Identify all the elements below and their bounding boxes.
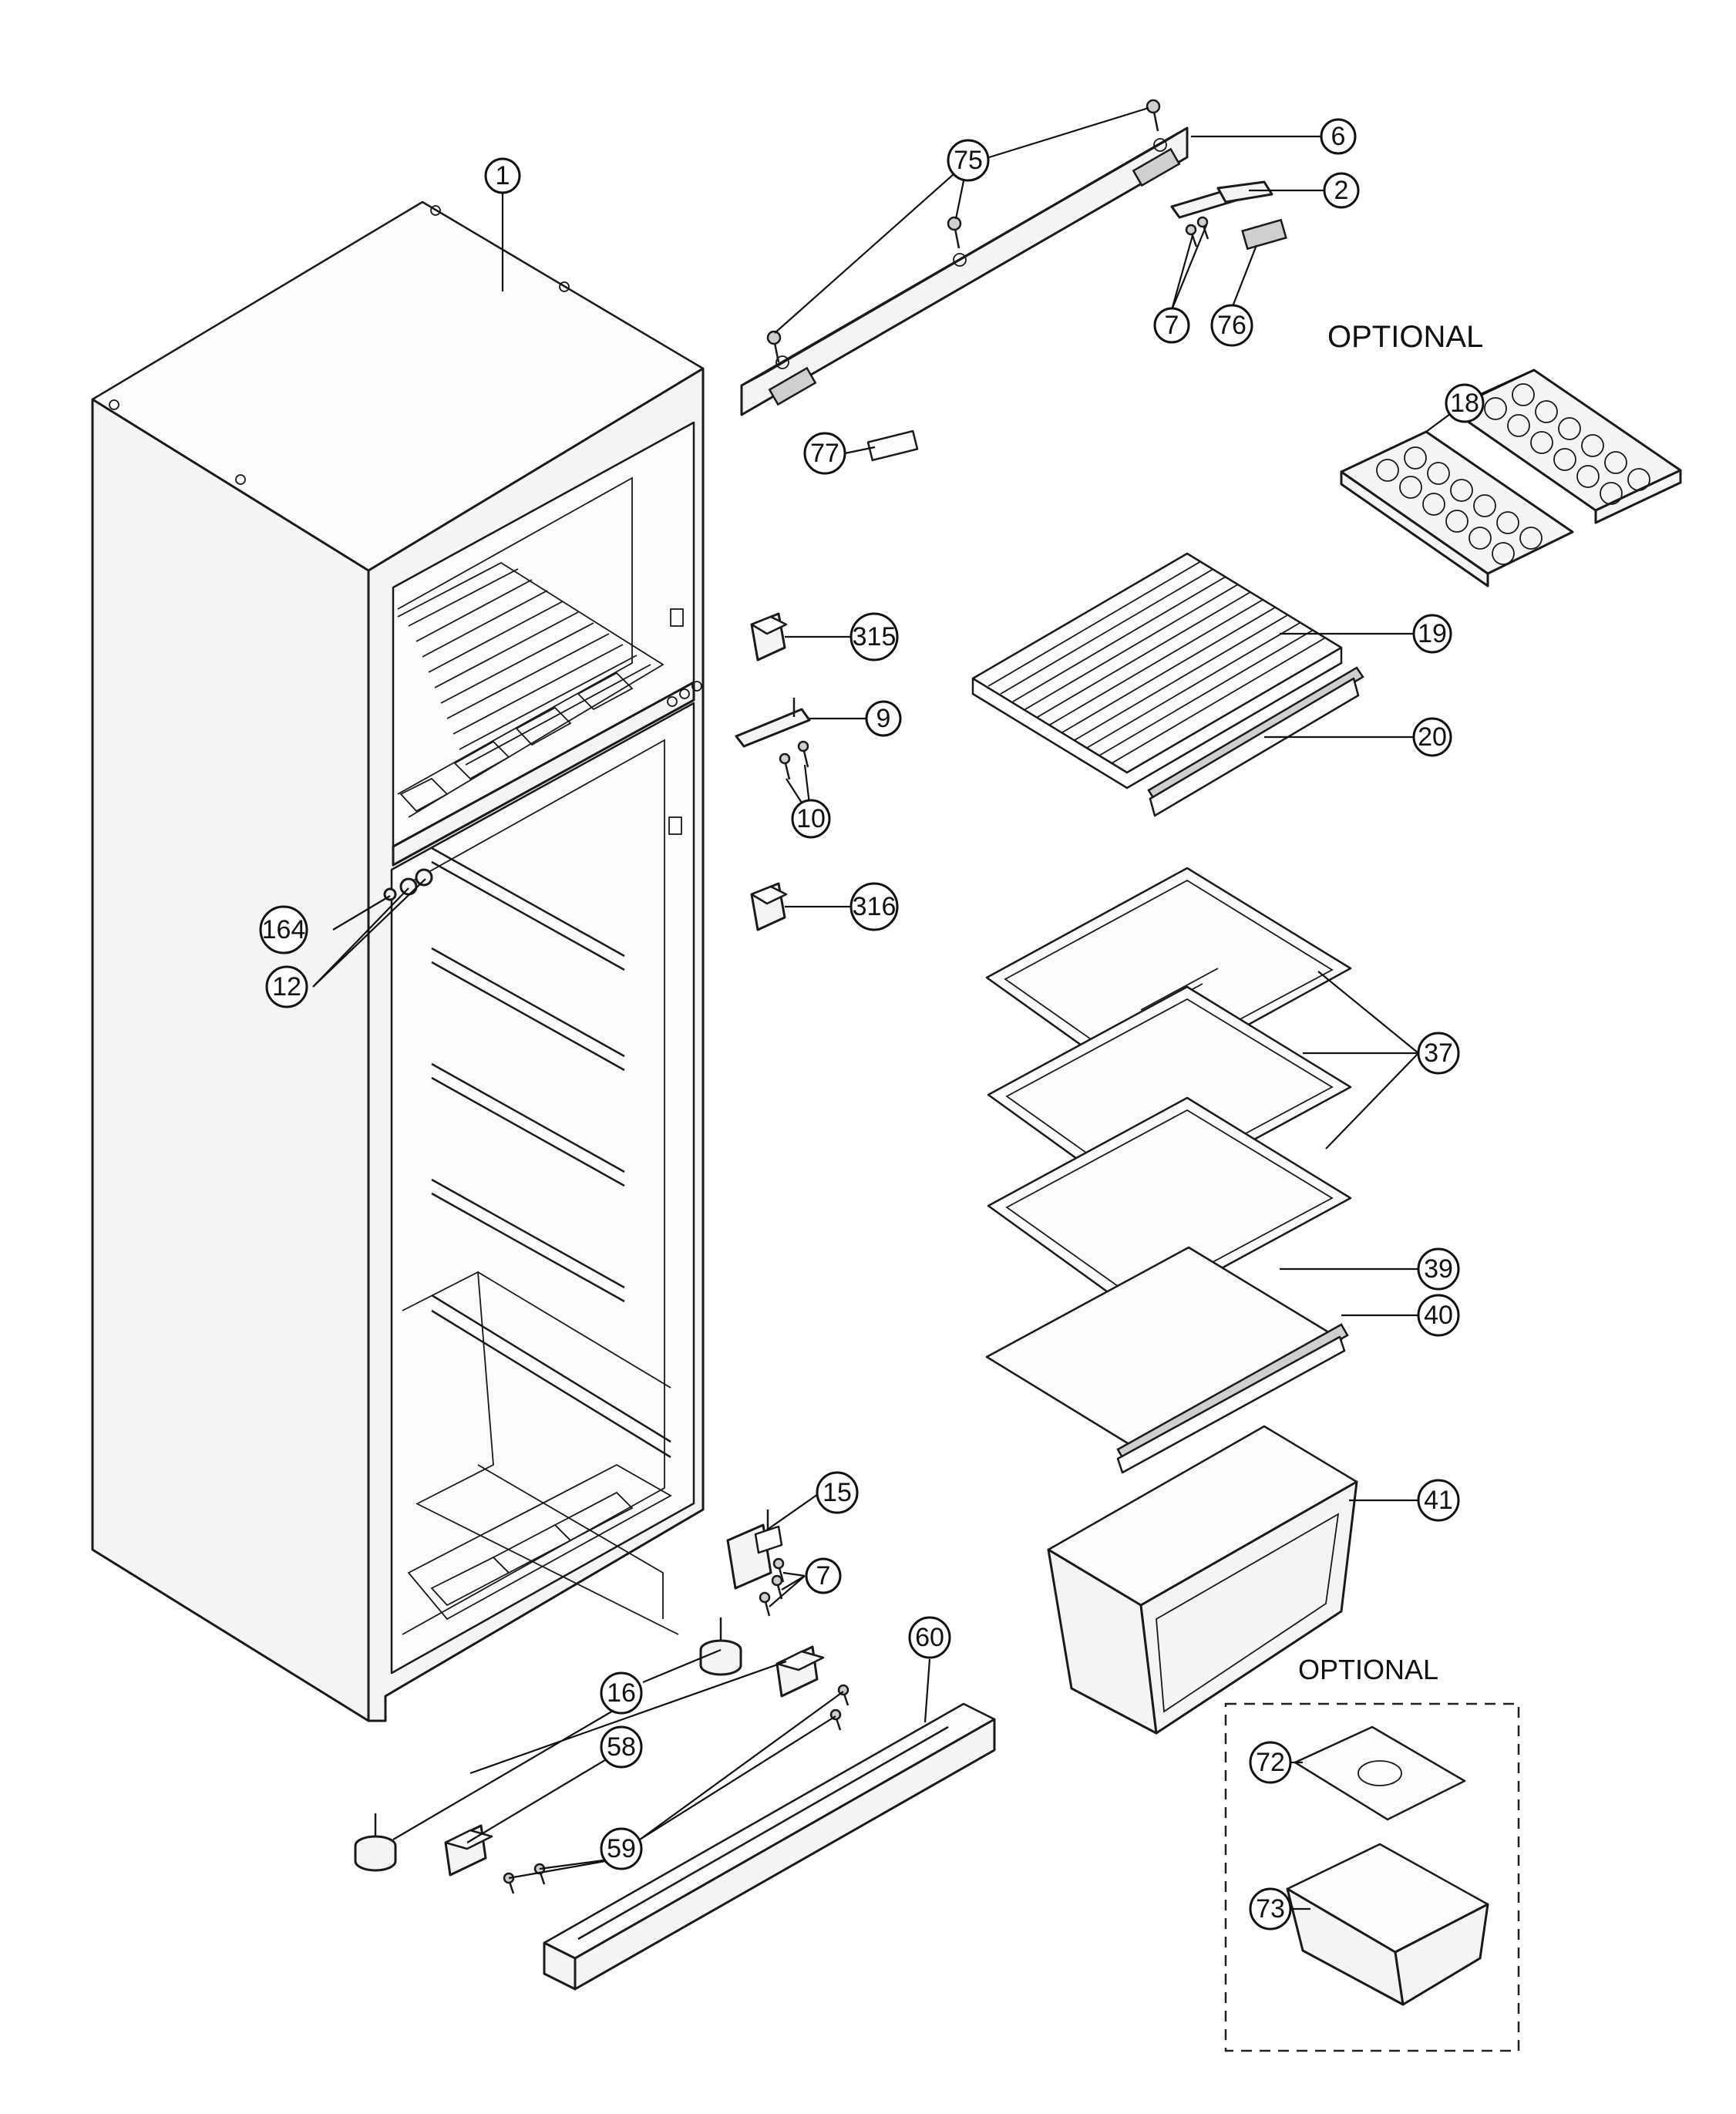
callout-1: 1 — [484, 157, 521, 194]
callout-7-bottom: 7 — [805, 1557, 842, 1594]
bottom-hinge-screws — [759, 1557, 785, 1617]
svg-text:77: 77 — [810, 439, 839, 468]
svg-text:40: 40 — [1424, 1301, 1453, 1330]
optional-accessories-box — [1224, 1702, 1520, 2052]
svg-text:10: 10 — [796, 804, 826, 833]
optional-label-ice-trays: OPTIONAL — [1327, 320, 1483, 354]
leveling-foot-right — [699, 1617, 742, 1676]
callout-2: 2 — [1323, 172, 1360, 209]
fridge-bottom-grille — [407, 1463, 672, 1621]
shelf-support-bracket-316 — [750, 882, 788, 931]
shelf-support-bracket-315 — [750, 612, 788, 661]
callout-77: 77 — [803, 432, 846, 475]
callout-60: 60 — [908, 1616, 951, 1659]
hinge-screws-top — [1185, 216, 1209, 247]
ice-cube-trays — [1340, 369, 1682, 587]
svg-text:73: 73 — [1256, 1894, 1285, 1924]
callout-58: 58 — [600, 1725, 643, 1769]
callout-39: 39 — [1417, 1247, 1460, 1291]
svg-text:75: 75 — [954, 146, 983, 175]
svg-text:6: 6 — [1331, 122, 1346, 151]
callout-59: 59 — [600, 1827, 643, 1870]
callout-164: 164 — [259, 905, 308, 954]
leader-lines — [312, 106, 1535, 1910]
svg-text:41: 41 — [1424, 1486, 1453, 1515]
callout-40: 40 — [1417, 1294, 1460, 1337]
kickplate-bracket-right — [775, 1645, 825, 1698]
callout-6: 6 — [1320, 118, 1357, 155]
freezer-floor-grille — [397, 561, 664, 818]
callout-73: 73 — [1249, 1887, 1292, 1931]
refrigerator-cabinet — [91, 200, 705, 1722]
egg-tray-cover — [1294, 1725, 1466, 1821]
callout-76: 76 — [1210, 304, 1253, 347]
middle-hinge-bracket — [735, 698, 811, 748]
hinge-cover-cap — [1241, 218, 1287, 251]
svg-text:1: 1 — [496, 161, 510, 190]
kickplate — [543, 1702, 996, 1991]
svg-text:60: 60 — [915, 1623, 944, 1652]
svg-text:39: 39 — [1424, 1254, 1453, 1284]
freezer-wire-shelf — [971, 552, 1364, 817]
callout-19: 19 — [1412, 614, 1452, 654]
egg-tray-box — [1286, 1843, 1489, 2006]
callout-72: 72 — [1249, 1741, 1292, 1784]
callout-20: 20 — [1412, 717, 1452, 757]
svg-text:16: 16 — [607, 1678, 636, 1708]
leveling-foot-left — [354, 1813, 397, 1872]
thermostat-knobs — [383, 868, 433, 901]
svg-text:7: 7 — [1165, 311, 1179, 340]
svg-text:18: 18 — [1450, 389, 1479, 418]
optional-label-egg-tray: OPTIONAL — [1298, 1654, 1438, 1685]
callout-18: 18 — [1445, 383, 1485, 423]
vegetable-crisper-drawer — [1047, 1425, 1358, 1735]
svg-text:20: 20 — [1418, 722, 1447, 752]
middle-hinge-screws — [779, 740, 809, 780]
svg-text:2: 2 — [1334, 176, 1349, 205]
svg-text:58: 58 — [607, 1732, 636, 1762]
svg-text:15: 15 — [823, 1478, 852, 1507]
callout-15: 15 — [816, 1471, 859, 1514]
svg-text:37: 37 — [1424, 1038, 1453, 1068]
svg-text:59: 59 — [607, 1834, 636, 1863]
top-hinge-cover-bar — [740, 99, 1189, 416]
kickplate-bracket-left — [444, 1824, 493, 1877]
svg-text:164: 164 — [262, 915, 306, 944]
svg-text:9: 9 — [876, 704, 891, 733]
callout-315: 315 — [849, 612, 899, 661]
bottom-hinge — [726, 1510, 783, 1590]
callout-316: 316 — [849, 882, 899, 931]
fridge-shelf-rails — [431, 847, 671, 1459]
glass-shelves — [985, 867, 1352, 1474]
svg-text:315: 315 — [853, 622, 897, 651]
svg-text:76: 76 — [1217, 311, 1246, 340]
top-hinge-bracket — [1170, 180, 1273, 219]
callout-37: 37 — [1417, 1032, 1460, 1075]
callout-10: 10 — [791, 799, 831, 839]
callout-41: 41 — [1417, 1479, 1460, 1522]
svg-text:316: 316 — [853, 892, 897, 921]
callout-9: 9 — [865, 700, 902, 737]
svg-text:7: 7 — [816, 1561, 831, 1591]
callout-7-top: 7 — [1153, 307, 1190, 344]
svg-text:72: 72 — [1256, 1748, 1285, 1777]
callout-12: 12 — [265, 965, 308, 1008]
cover-cap-77 — [866, 429, 919, 462]
callout-16: 16 — [600, 1671, 643, 1715]
svg-text:12: 12 — [272, 972, 301, 1001]
svg-text:19: 19 — [1418, 619, 1447, 648]
callout-75: 75 — [947, 139, 990, 182]
